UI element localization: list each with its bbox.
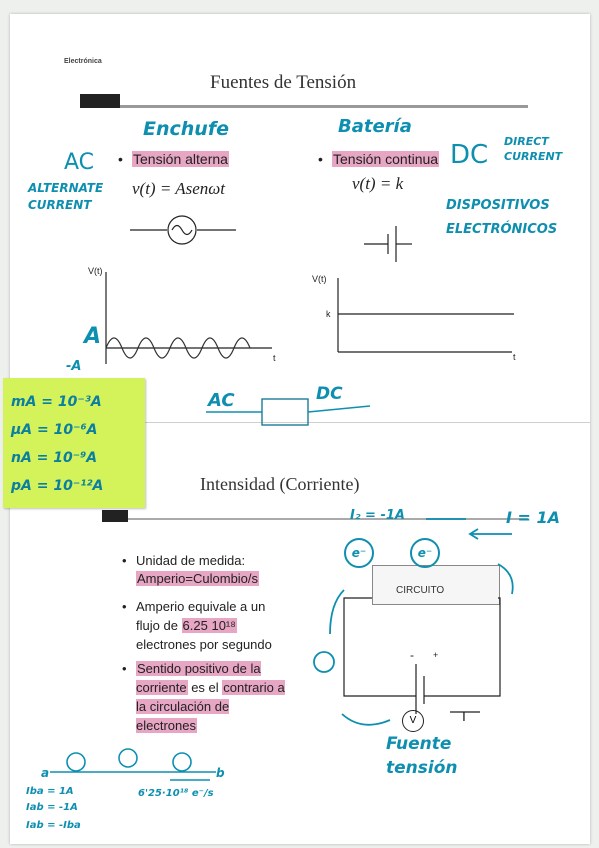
title-underline bbox=[120, 105, 528, 108]
bullet-unit: Unidad de medida: Amperio=Culombio/s bbox=[122, 552, 260, 588]
circuit-arrows bbox=[313, 518, 514, 726]
dc-graph bbox=[337, 278, 514, 353]
fold-line bbox=[10, 422, 590, 423]
bullet-direction: Sentido positivo de la corriente es el c… bbox=[122, 659, 285, 735]
electron-2: e⁻ bbox=[410, 538, 440, 568]
sticky-line-ua: µA = 10⁻⁶A bbox=[11, 422, 98, 438]
electron-1-label: e⁻ bbox=[351, 546, 367, 560]
dc-x-axis-label: t bbox=[513, 352, 516, 362]
ac-bullet: Tensión alterna bbox=[118, 151, 229, 167]
title-bar-mark bbox=[80, 94, 120, 108]
page-title: Fuentes de Tensión bbox=[210, 72, 357, 93]
dc-meaning: DIRECT CURRENT bbox=[504, 135, 563, 163]
dc-label: DC bbox=[450, 140, 489, 170]
source-note: Fuente tensión bbox=[386, 734, 458, 778]
amplitude-top: A bbox=[84, 324, 102, 349]
circuit-box bbox=[372, 565, 500, 605]
ac-graph bbox=[105, 272, 272, 364]
ac-label: AC bbox=[64, 150, 95, 175]
ac-bullet-text: Tensión alterna bbox=[132, 151, 229, 167]
circuit-wires bbox=[343, 597, 501, 714]
dc-bullet-text: Tensión continua bbox=[332, 151, 440, 167]
current-left-label: I₂ = -1A bbox=[350, 508, 405, 523]
ac-x-axis-label: t bbox=[273, 353, 276, 363]
battery-symbol bbox=[364, 226, 412, 262]
bullet-unit-highlight: Amperio=Culombio/s bbox=[136, 571, 260, 586]
battery-minus: - bbox=[410, 648, 414, 662]
battery-plus: + bbox=[433, 650, 439, 660]
electron-flow: 6'25·10¹⁸ e⁻/s bbox=[138, 788, 214, 799]
sticky-line-na: nA = 10⁻⁹A bbox=[11, 450, 98, 466]
bullet-unit-text: Unidad de medida: bbox=[136, 553, 246, 568]
ac-y-axis-label: V(t) bbox=[88, 266, 103, 276]
sticky-line-ma: mA = 10⁻³A bbox=[11, 394, 102, 410]
electron-line bbox=[50, 748, 216, 781]
amplitude-bottom: -A bbox=[66, 359, 82, 374]
converter-in-label: AC bbox=[208, 390, 235, 411]
dc-y-axis-label: V(t) bbox=[312, 274, 327, 284]
devices-note: DISPOSITIVOS ELECTRÓNICOS bbox=[446, 198, 558, 237]
ac-source-symbol bbox=[130, 215, 236, 245]
section-title: Intensidad (Corriente) bbox=[200, 474, 360, 494]
section-bar-mark bbox=[102, 510, 128, 522]
ac-formula: v(t) = Asenωt bbox=[132, 179, 226, 198]
sticky-line-pa: pA = 10⁻¹²A bbox=[11, 478, 104, 494]
dc-level-label: k bbox=[326, 309, 331, 319]
electron-2-label: e⁻ bbox=[417, 546, 433, 560]
current-right-label: I = 1A bbox=[506, 508, 561, 527]
point-a: a bbox=[41, 766, 50, 780]
bullet-ampere-pre: Amperio equivale a un flujo de bbox=[136, 599, 266, 633]
eq-iba: Iba = 1A bbox=[26, 786, 74, 797]
bullet-ampere-post: electrones por segundo bbox=[136, 637, 272, 652]
section-underline bbox=[128, 518, 528, 520]
sticky-note: mA = 10⁻³A µA = 10⁻⁶A nA = 10⁻⁹A pA = 10… bbox=[3, 378, 145, 508]
converter-block bbox=[206, 398, 371, 426]
eq-iab: Iab = -1A bbox=[26, 802, 78, 813]
dc-bullet: Tensión continua bbox=[318, 151, 440, 167]
dc-formula: v(t) = k bbox=[352, 174, 404, 193]
circuit-label: CIRCUITO bbox=[396, 585, 445, 596]
enchufe-heading: Enchufe bbox=[143, 118, 229, 140]
bullet-ampere-highlight: 6.25 10¹⁸ bbox=[181, 618, 237, 633]
current-marker: I bbox=[462, 708, 466, 724]
bullet-ampere: Amperio equivale a un flujo de 6.25 10¹⁸… bbox=[122, 597, 272, 654]
header-tag: Electrónica bbox=[64, 58, 102, 65]
converter-out-label: DC bbox=[316, 384, 343, 404]
bullet-direction-mid: es el bbox=[187, 680, 223, 695]
voltmeter-label: V bbox=[409, 715, 417, 726]
drawings-layer bbox=[50, 215, 514, 781]
point-b: b bbox=[216, 766, 225, 780]
electron-1: e⁻ bbox=[344, 538, 374, 568]
ac-meaning: ALTERNATE CURRENT bbox=[28, 181, 104, 212]
bateria-heading: Batería bbox=[338, 116, 412, 137]
eq-relation: Iab = -Iba bbox=[26, 820, 81, 831]
voltmeter: V bbox=[402, 710, 424, 732]
